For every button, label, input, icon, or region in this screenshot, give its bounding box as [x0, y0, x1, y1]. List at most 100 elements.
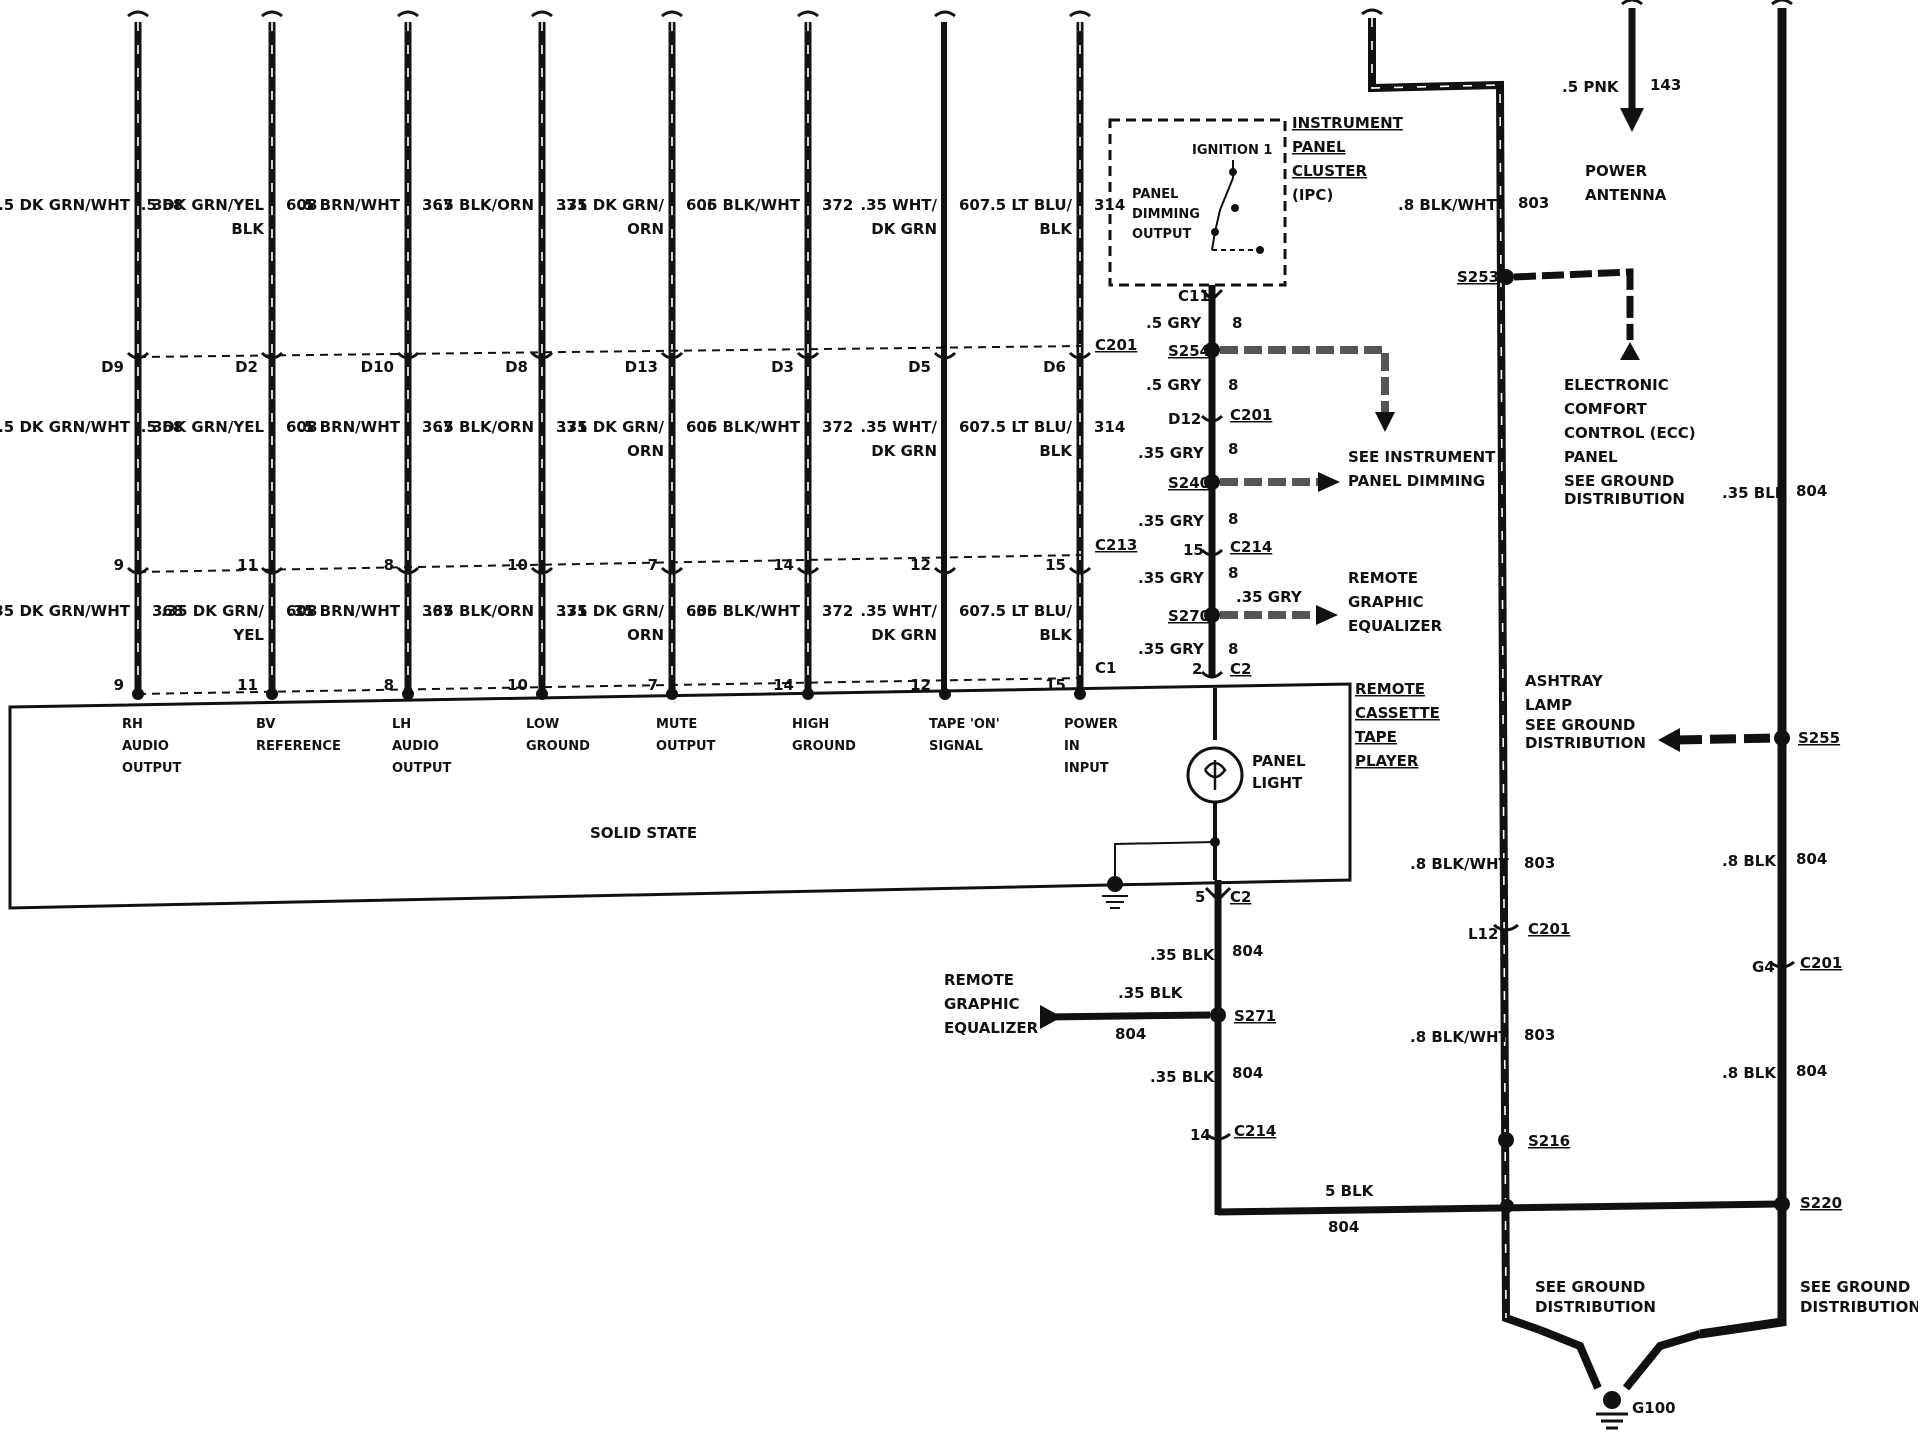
splice-s270 — [1204, 607, 1220, 623]
s253-branch-wire — [1513, 268, 1634, 340]
pin-5-label: 5 — [1195, 888, 1205, 906]
connector-cavity-label: 11 — [237, 556, 258, 574]
connector-c213-label: C213 — [1095, 536, 1137, 554]
ipc-ignition-label: IGNITION 1 — [1192, 143, 1272, 158]
ipc-switch-contact-3 — [1211, 228, 1219, 236]
wire-804-color-3: .8 BLK — [1722, 1064, 1777, 1082]
connector-cavity-label: 7 — [648, 556, 658, 574]
panel-light-filament-icon — [1203, 760, 1227, 790]
wire-break-icon — [127, 10, 149, 18]
rge-ground-arrow-icon — [1040, 1005, 1062, 1029]
dimming-circuit-4: 8 — [1228, 510, 1238, 528]
wire-803-circuit-3: 803 — [1524, 1026, 1555, 1044]
connector-c214-ground-label: C214 — [1234, 1122, 1276, 1140]
wire-143-color: .5 PNK — [1562, 78, 1620, 96]
rge-ground-wire — [1044, 1011, 1211, 1021]
ground-bus-wire — [1214, 1200, 1783, 1216]
wire-804-circuit-3: 804 — [1796, 1062, 1827, 1080]
wire-color-label: .35 WHT/ — [860, 602, 937, 620]
circuit-number-label: 371 — [556, 418, 587, 436]
circuit-number-label: 368 — [152, 196, 183, 214]
connector-mark — [796, 351, 820, 360]
ground-bus-wire-label: 5 BLK — [1325, 1182, 1375, 1200]
terminal-label: GROUND — [792, 739, 856, 754]
wire-804-break-icon — [1771, 0, 1793, 6]
terminal-label: INPUT — [1064, 761, 1109, 776]
circuit-number-label: 372 — [822, 418, 853, 436]
wire-color-label: .5 BLK/WHT — [701, 418, 801, 436]
connector-mark — [530, 566, 554, 575]
wire-break-icon — [661, 10, 683, 18]
wire-color-label: .35 WHT/ — [860, 418, 937, 436]
splice-s240 — [1204, 474, 1220, 490]
ashtray-label-2: LAMP — [1525, 696, 1572, 714]
connector-mark — [660, 351, 684, 360]
wire-color-label: .5 BRN/WHT — [298, 418, 400, 436]
wire-color-label-2: DK GRN — [871, 626, 937, 644]
wire-804-circuit-2: 804 — [1796, 850, 1827, 868]
dimming-circuit-2: 8 — [1228, 376, 1238, 394]
wire-143-circuit: 143 — [1650, 76, 1681, 94]
connector-cavity-label: 9 — [114, 556, 124, 574]
connector-cavity-label: D5 — [908, 358, 931, 376]
connector-cavity-label: 14 — [773, 676, 794, 694]
s240-arrow-icon — [1318, 472, 1340, 492]
splice-s271-label: S271 — [1234, 1007, 1276, 1025]
circuit-number-label: 372 — [822, 196, 853, 214]
connector-c1-label: C1 — [1095, 659, 1116, 677]
splice-s220-label: S220 — [1800, 1194, 1842, 1212]
connector-c201-line — [137, 345, 1084, 358]
circuit-number-label: 314 — [1094, 418, 1125, 436]
connector-cavity-label: D13 — [625, 358, 658, 376]
wire-break-icon — [1069, 10, 1091, 18]
terminal-label: MUTE — [656, 717, 697, 732]
rge-top-label-3: EQUALIZER — [1348, 617, 1443, 635]
wire-break-icon — [531, 10, 553, 18]
case-ground-icon — [1102, 895, 1128, 909]
terminal-junction — [266, 688, 278, 700]
ecc-label-3: CONTROL (ECC) — [1564, 424, 1696, 442]
splice-s255-label: S255 — [1798, 729, 1840, 747]
circuit-number-label: 607 — [959, 418, 990, 436]
splice-s253 — [1498, 269, 1514, 285]
terminal-label: GROUND — [526, 739, 590, 754]
antenna-label-2: ANTENNA — [1585, 186, 1667, 204]
see-gd-right-2: DISTRIBUTION — [1800, 1298, 1918, 1316]
circuit-number-label: 607 — [959, 196, 990, 214]
s255-arrow-icon — [1658, 728, 1680, 752]
ecc-label-4: PANEL — [1564, 448, 1618, 466]
wire-804-color-2: .8 BLK — [1722, 852, 1777, 870]
terminal-label: SIGNAL — [929, 739, 983, 754]
ipc-box — [1108, 118, 1287, 287]
splice-s216 — [1498, 1132, 1514, 1148]
wire-color-label: .5 LT BLU/ — [990, 602, 1073, 620]
wire-break-icon — [261, 10, 283, 18]
terminal-label: POWER — [1064, 717, 1118, 732]
rge-top-label-1: REMOTE — [1348, 569, 1418, 587]
circuit-number-label: 608 — [286, 196, 317, 214]
connector-c1-line — [137, 677, 1084, 695]
s253-arrow-icon — [1620, 342, 1640, 360]
wire-color-label-2: YEL — [232, 626, 264, 644]
rge-bottom-label-2: GRAPHIC — [944, 995, 1020, 1013]
wire-color-label: .5 BLK/ORN — [438, 196, 534, 214]
connector-cavity-label: 15 — [1045, 556, 1066, 574]
solid-state-label: SOLID STATE — [590, 824, 697, 842]
tape-player-title-2: CASSETTE — [1355, 704, 1440, 722]
ashtray-label-4: DISTRIBUTION — [1525, 734, 1646, 752]
wire-803-c201-mark — [1493, 923, 1519, 932]
see-gd-right-1: SEE GROUND — [1800, 1278, 1910, 1296]
g100-ground-icon — [1596, 1412, 1628, 1430]
splice-s254-label: S254 — [1168, 342, 1210, 360]
wire-color-label: .35 DK GRN/ — [561, 602, 665, 620]
connector-cavity-label: 12 — [910, 556, 931, 574]
splice-s240-label: S240 — [1168, 474, 1210, 492]
wire-803-color-2: .8 BLK/WHT — [1410, 855, 1510, 873]
wire-color-label: .5 BLK/WHT — [701, 196, 801, 214]
wire-color-label: .35 BLK/ORN — [427, 602, 534, 620]
wire-color-label-2: BLK — [1039, 442, 1073, 460]
ecc-label-5: SEE GROUND — [1564, 472, 1674, 490]
circuit-number-label: 372 — [822, 602, 853, 620]
connector-c2-bottom-label: C2 — [1230, 888, 1251, 906]
wire-803-color-1: .8 BLK/WHT — [1398, 196, 1498, 214]
